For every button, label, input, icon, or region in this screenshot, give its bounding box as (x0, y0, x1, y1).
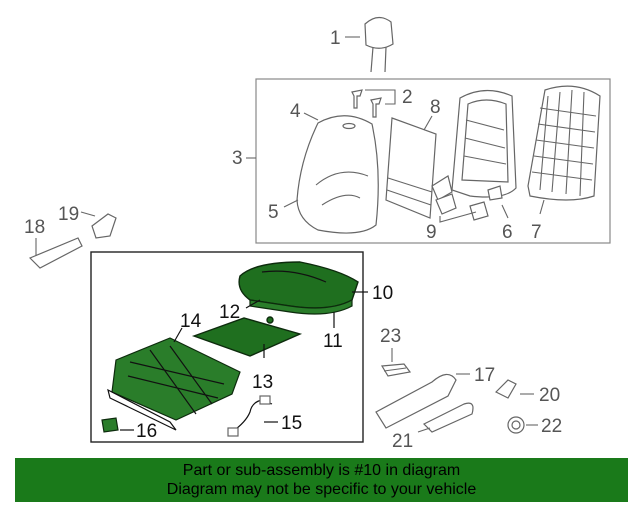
inner-shield-part[interactable] (422, 402, 474, 433)
callout-2[interactable]: 2 (402, 87, 413, 108)
seatback-pad-part[interactable] (385, 117, 437, 219)
callout-19[interactable]: 19 (58, 204, 79, 225)
callout-5[interactable]: 5 (268, 202, 279, 223)
notice-line-1: Part or sub-assembly is #10 in diagram (182, 462, 461, 479)
callout-21[interactable]: 21 (392, 431, 413, 452)
leader-21 (417, 427, 431, 433)
callout-11[interactable]: 11 (323, 331, 343, 352)
callout-12[interactable]: 12 (219, 302, 240, 323)
callout-23[interactable]: 23 (380, 326, 401, 347)
leader-2 (365, 89, 396, 105)
seat-cushion-cover-part[interactable] (238, 261, 359, 315)
leader-4 (303, 112, 319, 121)
seatback-heater-part[interactable] (527, 85, 601, 201)
headrest-part[interactable] (364, 16, 394, 73)
callout-7[interactable]: 7 (531, 222, 542, 243)
callout-10[interactable]: 10 (372, 283, 393, 304)
headrest-guide-part[interactable] (351, 89, 382, 118)
leader-7 (539, 199, 545, 215)
seatback-group-box (255, 78, 611, 244)
leader-5 (283, 199, 299, 208)
leader-9 (439, 211, 477, 223)
callout-1[interactable]: 1 (330, 28, 341, 49)
cushion-group-box (90, 251, 364, 443)
knob-part[interactable] (494, 379, 517, 399)
callout-16[interactable]: 16 (136, 421, 157, 442)
leader-8 (423, 115, 433, 131)
connector-part[interactable] (101, 417, 119, 433)
side-shield-part[interactable] (375, 373, 457, 429)
fitment-notice-banner: Part or sub-assembly is #10 in diagram D… (15, 458, 628, 502)
callout-22[interactable]: 22 (541, 416, 562, 437)
callout-18[interactable]: 18 (24, 217, 45, 238)
notice-line-2: Diagram may not be specific to your vehi… (166, 481, 477, 498)
callout-9[interactable]: 9 (426, 222, 437, 243)
leader-12 (245, 299, 261, 309)
leader-19 (80, 211, 96, 217)
side-cover-part[interactable] (28, 213, 117, 269)
cap-part[interactable] (507, 416, 525, 434)
clip-part[interactable] (380, 363, 412, 377)
callout-15[interactable]: 15 (281, 413, 302, 434)
callout-4[interactable]: 4 (290, 101, 301, 122)
seat-cushion-frame-part[interactable] (107, 337, 241, 431)
leader-6 (501, 204, 509, 219)
wiring-harness-part[interactable] (227, 395, 273, 437)
bracket-part[interactable] (435, 193, 489, 221)
leader-14 (173, 327, 183, 343)
callout-20[interactable]: 20 (539, 385, 560, 406)
callout-8[interactable]: 8 (430, 97, 441, 118)
seatback-cover-part[interactable] (296, 115, 379, 234)
callout-3[interactable]: 3 (232, 148, 243, 169)
callout-14[interactable]: 14 (180, 311, 202, 332)
seatback-frame-part[interactable] (431, 89, 517, 201)
callout-6[interactable]: 6 (502, 222, 513, 243)
callout-17[interactable]: 17 (474, 365, 495, 386)
callout-13[interactable]: 13 (252, 372, 273, 393)
seat-cushion-pad-part[interactable] (191, 316, 303, 357)
